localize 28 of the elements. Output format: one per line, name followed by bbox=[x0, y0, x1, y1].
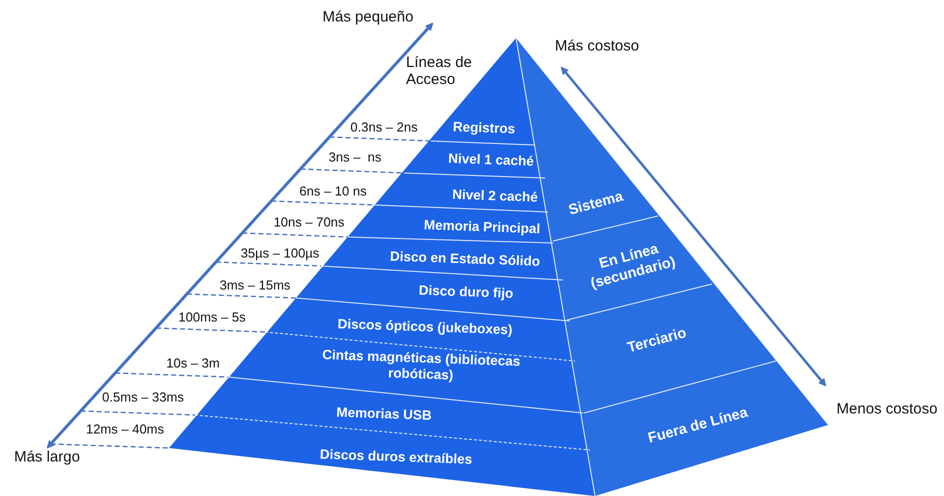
access-time-label: 0.5ms – 33ms bbox=[102, 390, 184, 406]
tier-label: Disco en Estado Sólido bbox=[390, 248, 540, 270]
tier-label: Nivel 2 caché bbox=[452, 186, 538, 206]
category-label: Fuera de Línea bbox=[646, 404, 750, 448]
axis-label: Más costoso bbox=[554, 37, 640, 55]
tier-label: Cintas magnéticas (bibliotecas robóticas) bbox=[321, 346, 522, 384]
axis-label: Líneas de Acceso bbox=[406, 54, 473, 88]
access-time-label: 10ns – 70ns bbox=[274, 216, 344, 230]
access-time-label: 100ms – 5s bbox=[178, 310, 246, 326]
tier-label: Disco duro fijo bbox=[418, 282, 514, 302]
access-time-label: 12ms – 40ms bbox=[86, 422, 164, 438]
tier-label: Memorias USB bbox=[336, 404, 432, 424]
category-label: Terciario bbox=[626, 325, 688, 357]
tier-label: Nivel 1 caché bbox=[448, 150, 534, 170]
axis-label: Menos costoso bbox=[836, 400, 938, 418]
category-label: Sistema bbox=[566, 188, 626, 220]
access-time-label: 3ms – 15ms bbox=[220, 278, 290, 294]
access-time-label: 0.3ns – 2ns bbox=[350, 120, 418, 136]
tier-label: Discos ópticos (jukeboxes) bbox=[337, 316, 513, 338]
access-time-label: 35µs – 100µs bbox=[240, 246, 320, 262]
access-time-label: 10s – 3m bbox=[166, 356, 220, 372]
axis-label: Más pequeño bbox=[322, 8, 414, 26]
access-time-label: 6ns – 10 ns bbox=[299, 184, 367, 200]
tier-label: Discos duros extraíbles bbox=[320, 446, 472, 468]
tier-label: Memoria Principal bbox=[424, 217, 540, 237]
access-time-label: 3ns – ns bbox=[328, 150, 382, 166]
axis-label: Más largo bbox=[14, 448, 80, 466]
tier-label: Registros bbox=[452, 119, 516, 137]
